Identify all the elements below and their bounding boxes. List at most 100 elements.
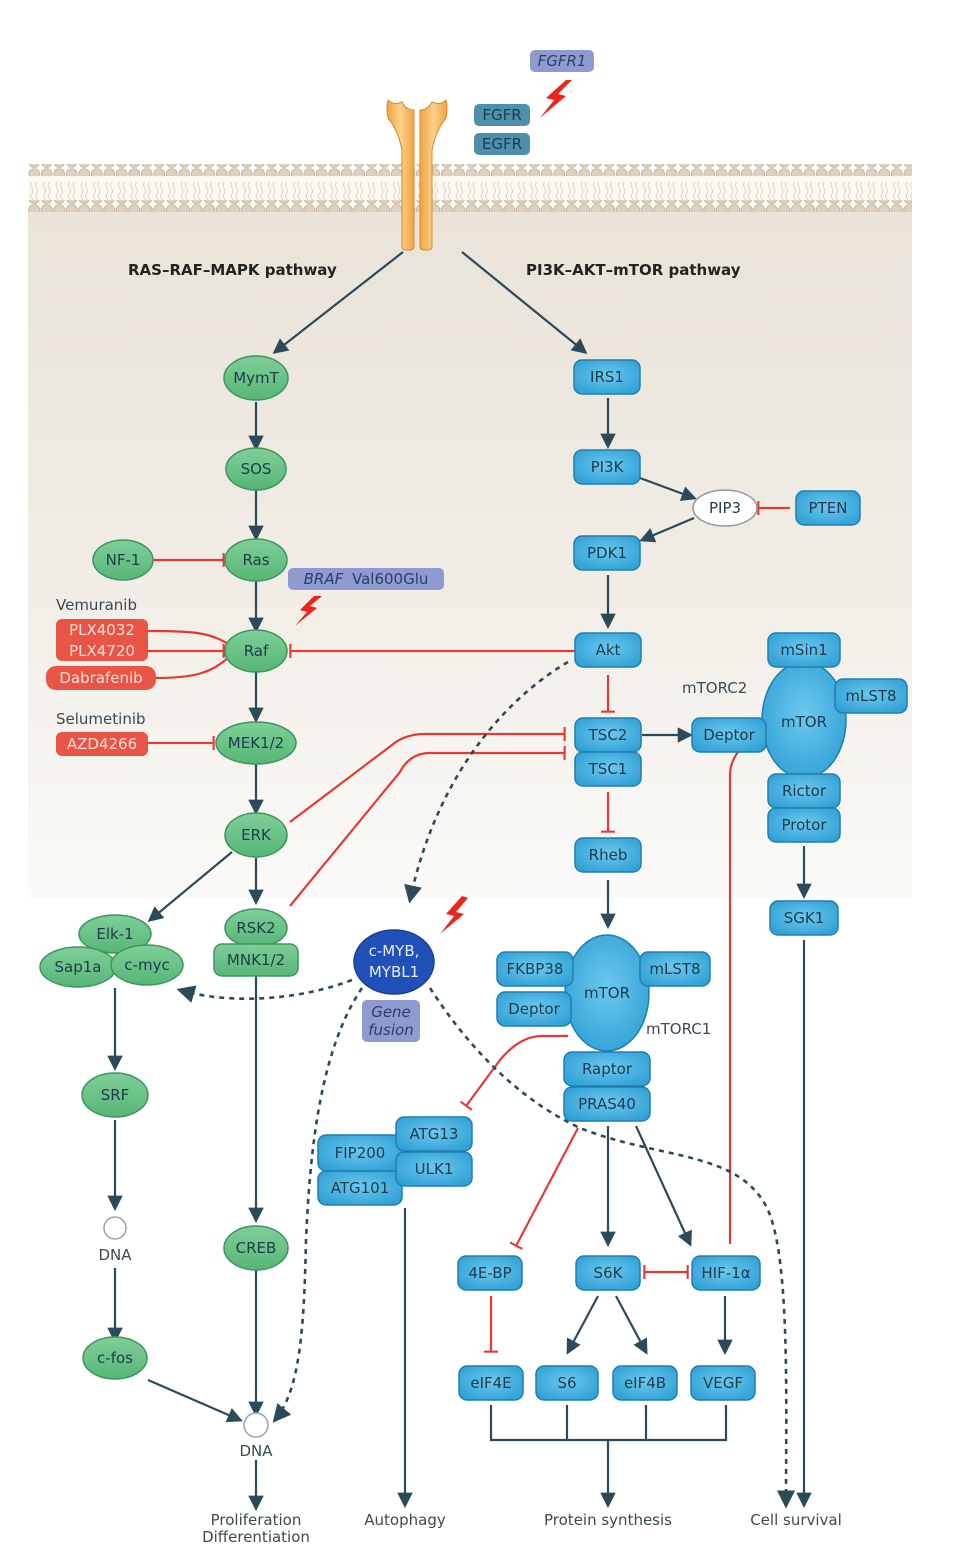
lightning-icon: [295, 596, 322, 626]
svg-text:fusion: fusion: [368, 1021, 413, 1039]
node-srf[interactable]: SRF: [81, 1072, 149, 1118]
svg-text:Elk-1: Elk-1: [96, 925, 133, 943]
node-mek[interactable]: MEK1/2: [215, 721, 297, 765]
mtorc2-msin1: mSin1: [780, 641, 827, 659]
svg-text:eIF4B: eIF4B: [624, 1374, 666, 1392]
drug-dabrafenib[interactable]: Dabrafenib: [46, 666, 156, 690]
node-sap1a[interactable]: Sap1a: [39, 946, 117, 988]
edge-myb-survival: [428, 987, 796, 1509]
edge-protein-synthesis-bracket: [489, 1405, 728, 1442]
fgfr-label[interactable]: FGFR: [474, 104, 530, 126]
node-cmyc[interactable]: c-myc: [110, 944, 184, 986]
egfr-label[interactable]: EGFR: [474, 133, 530, 155]
complex-ulk1: ULK1: [415, 1160, 454, 1178]
node-nf1[interactable]: NF-1: [92, 539, 154, 581]
dna-node-2: DNA: [239, 1412, 273, 1460]
mtorc1-label: mTORC1: [646, 1020, 711, 1038]
node-irs1[interactable]: IRS1: [573, 359, 641, 395]
edge-plx4032-raf: [147, 629, 233, 651]
autophagy-complex[interactable]: FIP200 ATG101 ATG13 ULK1: [317, 1116, 473, 1206]
gene-fusion-badge[interactable]: Gene fusion: [362, 1000, 420, 1042]
mtorc1-raptor: Raptor: [582, 1060, 633, 1078]
edge-erk-tsc2: [289, 727, 566, 823]
node-eif4b[interactable]: eIF4B: [612, 1365, 678, 1401]
node-myb[interactable]: c-MYB, MYBL1: [353, 929, 435, 995]
node-cfos[interactable]: c-fos: [82, 1336, 148, 1380]
mtorc2-mlst8: mLST8: [845, 687, 896, 705]
drug-plx4032[interactable]: PLX4032: [69, 621, 135, 639]
edge-pras40-4ebp: [509, 1127, 579, 1250]
node-mymt[interactable]: MymT: [223, 355, 289, 401]
svg-text:Akt: Akt: [596, 641, 621, 659]
mtorc2-core: mTOR: [781, 713, 827, 731]
mtorc2-rictor: Rictor: [782, 782, 827, 800]
drug-plx4720[interactable]: PLX4720: [69, 642, 135, 660]
node-s6[interactable]: S6: [535, 1365, 599, 1401]
edge-pi3k-pip3: [639, 476, 697, 501]
svg-text:Raf: Raf: [244, 642, 269, 660]
node-creb[interactable]: CREB: [223, 1225, 289, 1271]
node-eif4e[interactable]: eIF4E: [458, 1365, 524, 1401]
drug-vemurafenib-box[interactable]: PLX4032 PLX4720: [56, 619, 148, 661]
complex-atg13: ATG13: [410, 1125, 459, 1143]
svg-text:HIF-1α: HIF-1α: [701, 1264, 750, 1282]
node-rsk2[interactable]: RSK2: [224, 908, 288, 948]
svg-text:IRS1: IRS1: [590, 368, 624, 386]
outcome-cell-survival: Cell survival: [750, 1511, 842, 1529]
braf-mutation-badge[interactable]: BRAF Val600Glu: [288, 568, 444, 590]
node-sos[interactable]: SOS: [225, 447, 287, 491]
drug-azd6244[interactable]: AZD4266: [56, 732, 148, 756]
edge-mtor1-autophagy: [459, 1034, 568, 1111]
mtorc1-complex[interactable]: mTOR FKBP38 Deptor mLST8 mTORC1 Raptor P…: [496, 934, 711, 1122]
node-pip3[interactable]: PIP3: [692, 489, 758, 527]
svg-text:VEGF: VEGF: [703, 1374, 743, 1392]
edge-myb-cmyc: [176, 978, 353, 1003]
edge-pras40-hif: [634, 1125, 692, 1247]
pi3k-pathway-title: PI3K–AKT–mTOR pathway: [526, 261, 741, 279]
node-s6k[interactable]: S6K: [575, 1255, 641, 1291]
svg-text:Sap1a: Sap1a: [55, 958, 102, 976]
edge-s6k-eif4b: [615, 1295, 648, 1355]
edge-receptor-irs1: [461, 251, 588, 354]
svg-text:eIF4E: eIF4E: [470, 1374, 511, 1392]
node-pi3k[interactable]: PI3K: [573, 449, 641, 485]
svg-text:TSC1: TSC1: [588, 760, 628, 778]
node-sgk1[interactable]: SGK1: [769, 900, 839, 936]
svg-text:S6: S6: [557, 1374, 576, 1392]
node-tsc2[interactable]: TSC2: [574, 717, 642, 753]
node-raf[interactable]: Raf: [224, 629, 288, 673]
node-hif1a[interactable]: HIF-1α: [691, 1255, 761, 1291]
complex-fip200: FIP200: [335, 1144, 386, 1162]
node-pdk1[interactable]: PDK1: [573, 535, 641, 571]
svg-text:c-fos: c-fos: [97, 1349, 133, 1367]
node-pten[interactable]: PTEN: [795, 490, 861, 526]
node-vegf[interactable]: VEGF: [690, 1365, 756, 1401]
lightning-icon: [440, 896, 468, 934]
node-erk[interactable]: ERK: [224, 812, 288, 858]
node-ras[interactable]: Ras: [224, 538, 288, 582]
svg-text:PI3K: PI3K: [591, 458, 625, 476]
svg-text:SGK1: SGK1: [784, 909, 825, 927]
svg-text:Ras: Ras: [242, 551, 269, 569]
vemurafenib-label: Vemuranib: [56, 596, 137, 614]
mtorc1-deptor: Deptor: [508, 1000, 560, 1018]
node-mnk[interactable]: MNK1/2: [213, 943, 299, 977]
svg-text:TSC2: TSC2: [588, 726, 628, 744]
svg-text:EGFR: EGFR: [482, 135, 522, 153]
edge-receptor-mymt: [272, 251, 404, 354]
node-rheb[interactable]: Rheb: [574, 837, 642, 873]
dna-node-1: DNA: [98, 1216, 132, 1264]
node-akt[interactable]: Akt: [574, 632, 642, 668]
mtorc1-fkbp38: FKBP38: [507, 960, 564, 978]
svg-text:PIP3: PIP3: [709, 499, 741, 517]
fgfr1-mutation-badge[interactable]: FGFR1: [530, 50, 594, 72]
node-4ebp[interactable]: 4E-BP: [457, 1255, 523, 1291]
svg-text:S6K: S6K: [594, 1264, 624, 1282]
node-elk1[interactable]: Elk-1: [78, 914, 152, 954]
mtorc2-complex[interactable]: mTORC2 mTOR mSin1 mLST8 Deptor Rictor Pr…: [682, 632, 908, 843]
svg-text:NF-1: NF-1: [106, 551, 141, 569]
svg-text:c-MYB,: c-MYB,: [369, 942, 420, 960]
node-tsc1[interactable]: TSC1: [574, 751, 642, 787]
svg-text:RSK2: RSK2: [236, 919, 275, 937]
